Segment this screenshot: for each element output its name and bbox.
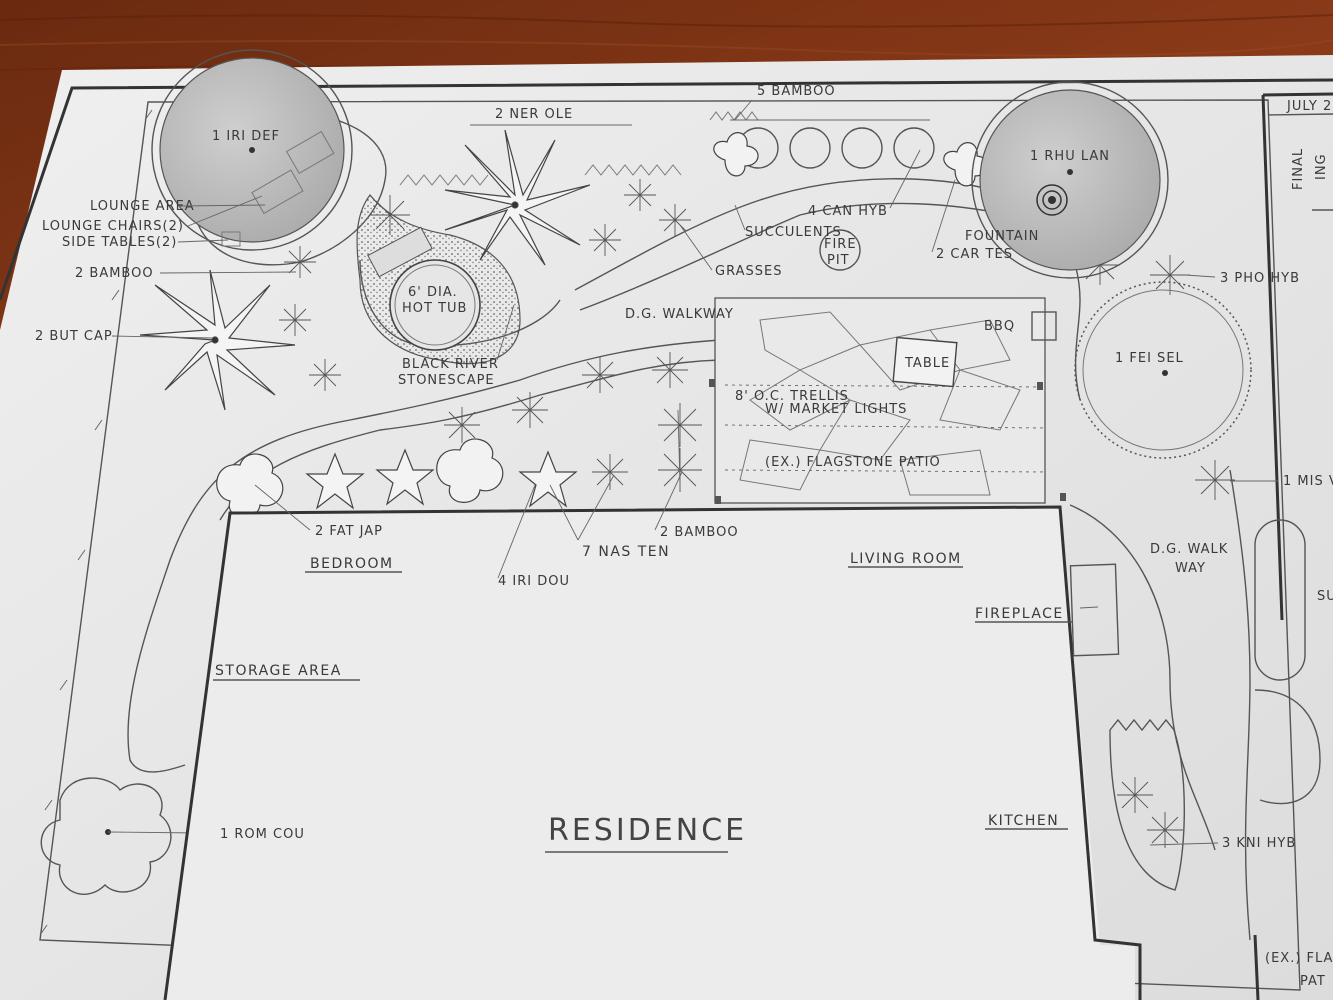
label-2-bamboo-left: 2 BAMBOO — [75, 266, 154, 281]
tree-rom-cou — [40, 777, 201, 895]
label-patio-br-1: (EX.) FLA — [1265, 951, 1333, 966]
label-nas-ten: 7 NAS TEN — [582, 544, 670, 560]
label-2-bamboo-mid: 2 BAMBOO — [660, 525, 739, 540]
label-table: TABLE — [904, 356, 950, 371]
label-su: SU — [1317, 589, 1333, 604]
label-5-bamboo: 5 BAMBOO — [757, 84, 836, 99]
label-rhu-lan: 1 RHU LAN — [1030, 149, 1110, 164]
label-stonescape-2: STONESCAPE — [398, 373, 495, 388]
label-market-lights: W/ MARKET LIGHTS — [765, 402, 907, 417]
shrubs-kni-hyb — [1109, 718, 1186, 891]
label-bbq: BBQ — [984, 319, 1015, 334]
title-block: JULY 2 FINAL ING — [1261, 92, 1333, 621]
sheet-border — [0, 78, 1333, 301]
flagstone-patio: TABLE BBQ 8' O.C. TRELLIS W/ MARKET LIGH… — [709, 297, 1066, 504]
label-walkway-right-1: D.G. WALK — [1150, 542, 1228, 557]
right-planters — [1254, 519, 1321, 805]
property-ticks — [39, 109, 153, 936]
palm-plants — [139, 129, 591, 510]
label-walkway-top: D.G. WALKWAY — [625, 307, 734, 322]
room-kitchen: KITCHEN — [988, 813, 1059, 829]
lounge-area: 1 IRI DEF LOUNGE AREA LOUNGE CHAIRS(2) S… — [42, 49, 387, 266]
label-ner-ole: 2 NER OLE — [495, 107, 573, 122]
label-hot-tub-1: 6' DIA. — [408, 285, 458, 300]
room-living-room: LIVING ROOM — [850, 551, 962, 567]
tree-fei-sel: 1 FEI SEL — [1074, 281, 1252, 459]
label-stonescape-1: BLACK RIVER — [402, 357, 499, 372]
hot-tub-area: 6' DIA. HOT TUB BLACK RIVER STONESCAPE — [356, 194, 521, 388]
fire-pit: FIRE PIT — [819, 229, 861, 271]
room-bedroom: BEDROOM — [310, 556, 394, 572]
residence-building: RESIDENCE BEDROOM LIVING ROOM STORAGE AR… — [163, 505, 1260, 1000]
label-kni-hyb: 3 KNI HYB — [1222, 836, 1296, 851]
label-trellis: 8' O.C. TRELLIS — [735, 389, 849, 404]
label-pho-hyb: 3 PHO HYB — [1220, 271, 1300, 286]
tree-rhu-lan: 1 RHU LAN FOUNTAIN — [965, 81, 1169, 279]
label-fountain: FOUNTAIN — [965, 229, 1039, 244]
bamboo-row: 5 BAMBOO — [730, 84, 935, 169]
label-iri-def: 1 IRI DEF — [212, 129, 280, 144]
plant-labels: 2 NER OLE 2 BAMBOO 2 BUT CAP 4 CAN HYB S… — [35, 107, 1333, 989]
label-lounge-area: LOUNGE AREA — [90, 199, 195, 214]
label-lounge-chairs: LOUNGE CHAIRS(2) — [42, 219, 184, 234]
label-iri-dou: 4 IRI DOU — [498, 574, 570, 589]
label-patio: (EX.) FLAGSTONE PATIO — [765, 455, 941, 470]
stage-label: FINAL — [1291, 148, 1306, 190]
label-rom-cou: 1 ROM COU — [220, 827, 305, 842]
residence-title: RESIDENCE — [548, 813, 747, 848]
label-fire-pit-1: FIRE — [824, 237, 857, 252]
label-mis: 1 MIS V — [1283, 474, 1333, 489]
property-line — [39, 99, 1301, 991]
label-but-cap: 2 BUT CAP — [35, 329, 113, 344]
label-side-tables: SIDE TABLES(2) — [62, 235, 177, 250]
label-grasses: GRASSES — [715, 264, 782, 279]
label-can-hyb: 4 CAN HYB — [808, 204, 888, 219]
label-succulents: SUCCULENTS — [745, 225, 842, 240]
date-label: JULY 2 — [1286, 99, 1332, 114]
label-fat-jap: 2 FAT JAP — [315, 524, 383, 539]
label-car-tes: 2 CAR TES — [936, 247, 1013, 262]
label-patio-br-2: PAT — [1300, 974, 1326, 989]
stage-label-2: ING — [1314, 153, 1329, 180]
flowering-shrubs — [216, 132, 989, 518]
label-walkway-right-2: WAY — [1175, 561, 1206, 576]
label-fei-sel: 1 FEI SEL — [1115, 351, 1184, 366]
label-fire-pit-2: PIT — [827, 253, 850, 268]
room-fireplace: FIREPLACE — [975, 606, 1064, 622]
room-storage: STORAGE AREA — [215, 663, 342, 679]
label-hot-tub-2: HOT TUB — [402, 301, 467, 316]
